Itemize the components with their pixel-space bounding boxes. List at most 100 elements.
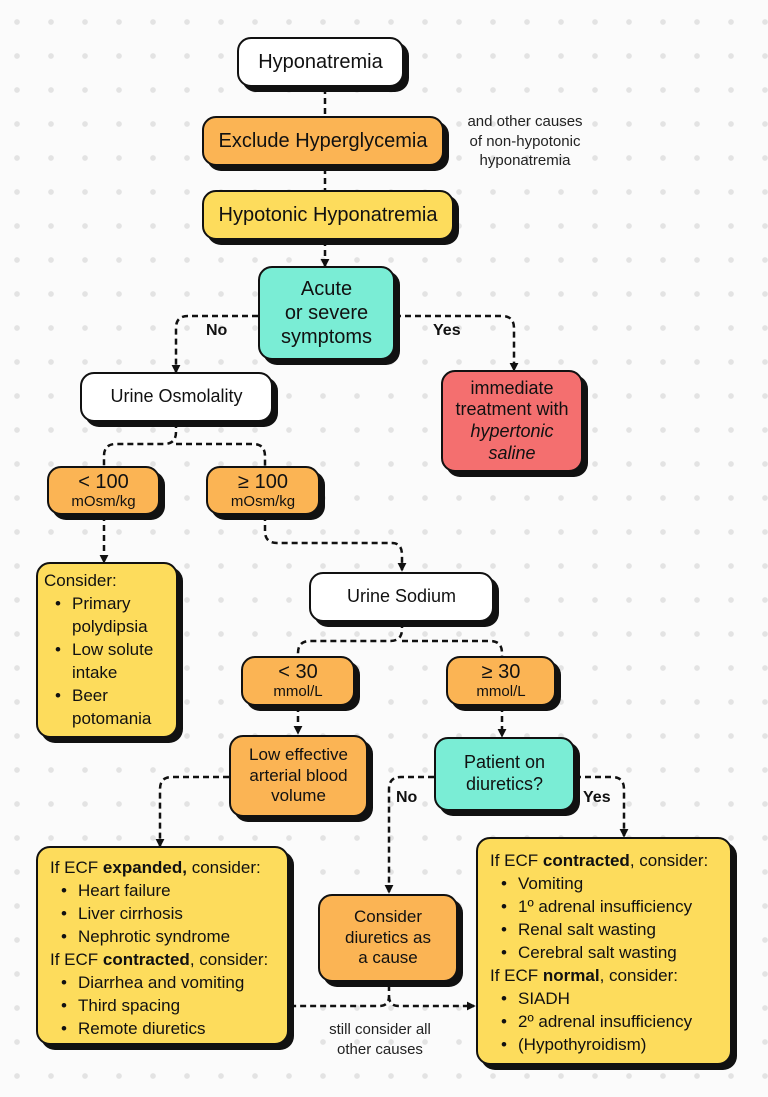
acute-no-label: No: [206, 322, 228, 339]
na-less-30-node: < 30 mmol/L: [241, 656, 355, 706]
heading-bold: expanded,: [102, 858, 187, 877]
note-line: and other causes: [467, 113, 583, 130]
osm-low-value: < 100: [78, 470, 129, 493]
note-line: still consider all: [329, 1021, 431, 1038]
acute-yes-label: Yes: [433, 322, 461, 339]
edge-osmolality-split: [102, 422, 267, 466]
note-line: of non-hypotonic: [469, 132, 581, 150]
heading-text: , consider:: [599, 966, 679, 985]
consider-low-osm-box: Consider: Primary polydipsia Low solute in…: [36, 562, 178, 738]
non-hypotonic-note: and other causes of non-hypotonic hypona…: [450, 112, 600, 171]
item-line: potomania: [72, 709, 152, 728]
eabv-line: volume: [271, 786, 326, 806]
urine-osmolality-label: Urine Osmolality: [110, 386, 243, 407]
na-high-value: ≥ 30: [481, 661, 521, 684]
still-consider-note: still consider all other causes: [310, 1020, 450, 1059]
heading-text: , consider:: [189, 950, 269, 969]
treatment-line: treatment with: [455, 399, 569, 420]
osm-greater-100-node: ≥ 100 mOsm/kg: [206, 466, 320, 515]
osm-high-unit: mOsm/kg: [230, 492, 296, 510]
heading-bold: contracted: [542, 851, 630, 870]
na-high-unit: mmol/L: [476, 683, 526, 701]
low-eabv-node: Low effective arterial blood volume: [229, 735, 368, 817]
hypotonic-hyponatremia-label: Hypotonic Hyponatremia: [218, 204, 438, 226]
heading-text: If ECF: [50, 950, 103, 969]
consider-diuretics-line: diuretics as: [345, 927, 431, 947]
hypotonic-hyponatremia-node: Hypotonic Hyponatremia: [202, 190, 454, 240]
heading-text: consider:: [187, 858, 261, 877]
list-item: Diarrhea and vomiting: [50, 971, 244, 994]
list-item: 2º adrenal insufficiency: [490, 1010, 692, 1033]
list-item: Primary polydipsia: [44, 592, 153, 638]
list-item: Nephrotic syndrome: [50, 925, 230, 948]
exclude-hyperglycemia-label: Exclude Hyperglycemia: [218, 130, 428, 152]
list-item: Third spacing: [50, 994, 244, 1017]
list-item: (Hypothyroidism): [490, 1033, 692, 1056]
edge-urine-na-split: [296, 622, 504, 656]
na-greater-30-node: ≥ 30 mmol/L: [446, 656, 556, 706]
treatment-line: immediate: [470, 377, 554, 398]
heading-text: If ECF: [490, 851, 543, 870]
consider-heading: Consider:: [44, 571, 117, 590]
consider-diuretics-line: a cause: [358, 948, 418, 968]
ecf-normal-heading: If ECF normal, consider:: [490, 964, 678, 987]
edge-osm-high-urine-na: [263, 515, 407, 572]
heading-text: If ECF: [50, 858, 103, 877]
urine-osmolality-node: Urine Osmolality: [80, 372, 273, 422]
item-line: Primary: [72, 594, 131, 613]
ecf-contracted-heading: If ECF contracted, consider:: [50, 948, 268, 971]
consider-diuretics-node: Consider diuretics as a cause: [318, 894, 458, 982]
list-item: Vomiting: [490, 872, 692, 895]
ecf-contracted-heading: If ECF contracted, consider:: [490, 849, 708, 872]
urine-sodium-node: Urine Sodium: [309, 572, 494, 622]
consider-diuretics-line: Consider: [353, 907, 423, 927]
acute-line: symptoms: [280, 326, 373, 348]
item-line: polydipsia: [72, 617, 148, 636]
low-eabv-causes-box: If ECF expanded, consider: Heart failure…: [36, 846, 289, 1045]
edge-acute-no: [171, 314, 258, 374]
acute-symptoms-node: Acute or severe symptoms: [258, 266, 395, 360]
list-item: Heart failure: [50, 879, 230, 902]
edge-eabv-left-box: [155, 775, 229, 848]
treatment-line-italic: saline: [488, 442, 536, 463]
hyponatremia-label: Hyponatremia: [258, 51, 383, 73]
exclude-hyperglycemia-node: Exclude Hyperglycemia: [202, 116, 444, 166]
heading-bold: normal: [542, 966, 600, 985]
heading-text: , consider:: [629, 851, 709, 870]
treatment-line-italic: hypertonic: [470, 421, 554, 441]
list-item: Remote diuretics: [50, 1017, 244, 1040]
immediate-treatment-node: immediate treatment with hypertonic sali…: [441, 370, 583, 472]
list-item: 1º adrenal insufficiency: [490, 895, 692, 918]
list-item: Liver cirrhosis: [50, 902, 230, 925]
hyponatremia-node: Hyponatremia: [237, 37, 404, 87]
item-line: Beer: [72, 686, 108, 705]
acute-line: Acute: [300, 278, 353, 300]
diuretics-no-label: No: [396, 789, 418, 806]
note-line: other causes: [337, 1040, 423, 1058]
list-item: Beer potomania: [44, 684, 153, 730]
na-low-unit: mmol/L: [273, 683, 323, 701]
edge-still-consider-split: [293, 985, 474, 1006]
na-low-value: < 30: [278, 661, 318, 684]
osm-high-value: ≥ 100: [238, 470, 288, 493]
eabv-line: Low effective: [249, 745, 348, 765]
list-item: Cerebral salt wasting: [490, 941, 692, 964]
urine-sodium-label: Urine Sodium: [346, 586, 457, 607]
diuretics-line: Patient on: [463, 752, 546, 773]
acute-line: or severe: [284, 302, 369, 324]
note-line: hyponatremia: [479, 152, 571, 169]
osm-low-unit: mOsm/kg: [71, 492, 136, 510]
list-item: Renal salt wasting: [490, 918, 692, 941]
list-item: SIADH: [490, 987, 692, 1010]
on-diuretics-node: Patient on diuretics?: [434, 737, 575, 811]
item-line: Low solute: [72, 640, 154, 659]
osm-less-100-node: < 100 mOsm/kg: [47, 466, 160, 515]
list-item: Low solute intake: [44, 638, 153, 684]
item-line: intake: [72, 663, 118, 682]
edge-diuretics-no: [384, 775, 434, 894]
ecf-expanded-heading: If ECF expanded, consider:: [50, 856, 261, 879]
heading-bold: contracted: [102, 950, 190, 969]
diuretics-yes-label: Yes: [583, 789, 611, 806]
diuretics-line: diuretics?: [465, 774, 544, 794]
